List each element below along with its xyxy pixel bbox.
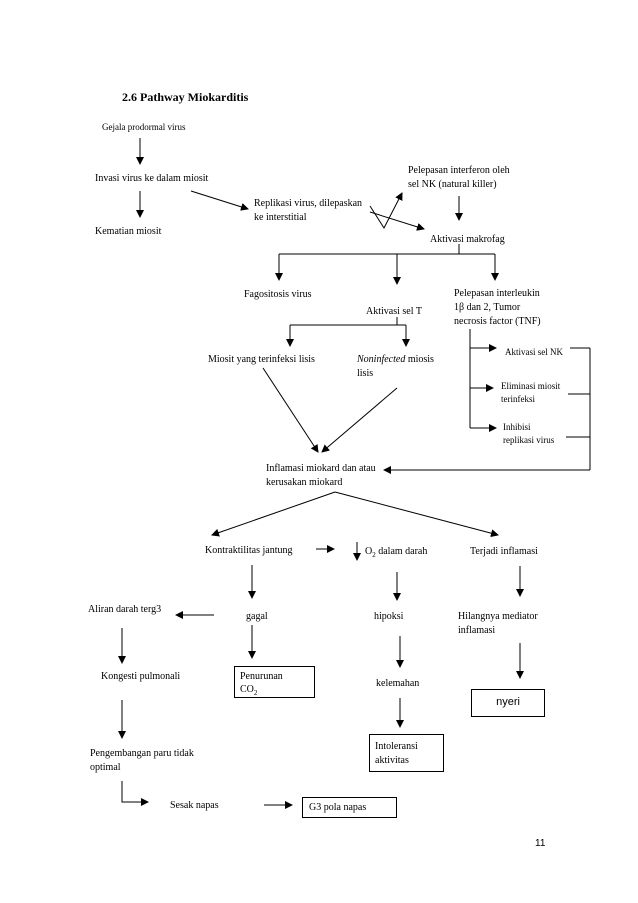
page-number: 11 <box>535 838 546 849</box>
page-title: 2.6 Pathway Miokarditis <box>122 90 249 104</box>
node-penurunan-line2: CO2 <box>240 683 257 700</box>
node-aktivasi-sel-nk: Aktivasi sel NK <box>505 347 563 357</box>
arrow-replikasi-to-interferon <box>369 192 403 230</box>
noninfected-rest: miosis <box>405 354 434 365</box>
node-sesak-napas: Sesak napas <box>170 800 219 811</box>
box-intoleransi-aktivitas <box>369 734 444 772</box>
co2-subscript: 2 <box>253 689 258 697</box>
box-g3-pola-napas <box>302 797 397 818</box>
node-aktivasi-sel-t: Aktivasi sel T <box>366 306 422 317</box>
box-nyeri <box>471 689 545 717</box>
node-terjadi-inflamasi: Terjadi inflamasi <box>470 546 538 557</box>
node-gagal: gagal <box>246 611 268 622</box>
node-noninfected-miosis-line2: lisis <box>357 368 374 379</box>
node-pengembangan-paru-line1: Pengembangan paru tidak <box>90 748 194 759</box>
node-interleukin-line1: Pelepasan interleukin <box>454 288 540 299</box>
co-letters: CO <box>240 684 254 695</box>
node-o2-dalam-darah: O2 dalam darah <box>365 545 427 562</box>
node-kontraktilitas-jantung: Kontraktilitas jantung <box>205 545 293 556</box>
box-penurunan-co2 <box>234 666 315 698</box>
o2-rest: dalam darah <box>375 546 428 557</box>
node-penurunan-line1: Penurunan <box>240 671 283 682</box>
node-replikasi-virus-line2: ke interstitial <box>254 212 307 223</box>
node-inflamasi-miokard-line2: kerusakan miokard <box>266 477 343 488</box>
node-pengembangan-paru-line2: optimal <box>90 762 121 773</box>
node-kongesti-pulmonali: Kongesti pulmonali <box>101 671 181 682</box>
arrow-miosit-lisis-to-inflamasi <box>262 367 319 453</box>
arrow-inflamasi-to-terjadi-inflamasi <box>334 491 499 538</box>
arrow-invasi-to-replikasi <box>190 190 249 211</box>
arrow-pengembangan-to-sesak <box>121 781 149 806</box>
node-invasi-virus: Invasi virus ke dalam miosit <box>95 173 209 184</box>
node-pelepasan-interferon-line1: Pelepasan interferon oleh <box>408 165 510 176</box>
node-miosit-terinfeksi-lisis: Miosit yang terinfeksi lisis <box>208 354 315 365</box>
node-kematian-miosit: Kematian miosit <box>95 226 162 237</box>
node-replikasi-virus-line1: Replikasi virus, dilepaskan <box>254 198 363 209</box>
node-fagositosis-virus: Fagositosis virus <box>244 289 312 300</box>
node-aktivasi-makrofag: Aktivasi makrofag <box>430 234 505 245</box>
arrow-replikasi-to-makrofag <box>369 211 425 231</box>
node-pelepasan-interferon-line2: sel NK (natural killer) <box>408 179 497 190</box>
node-g3-pola-napas: G3 pola napas <box>309 802 367 813</box>
o2-subscript: 2 <box>372 551 376 559</box>
node-gejala-prodormal: Gejala prodormal virus <box>102 122 186 132</box>
node-interleukin-line2: 1β dan 2, Tumor <box>454 302 521 313</box>
node-kelemahan: kelemahan <box>376 678 420 689</box>
node-hipoksi: hipoksi <box>374 611 404 622</box>
node-hilangnya-mediator-line1: Hilangnya mediator <box>458 611 538 622</box>
noninfected-italic: Noninfected <box>357 354 406 365</box>
node-eliminasi-line2: terinfeksi <box>501 394 535 404</box>
node-intoleransi-line1: Intoleransi <box>375 741 418 752</box>
arrow-noninfected-to-inflamasi <box>321 387 398 453</box>
node-inflamasi-miokard-line1: Inflamasi miokard dan atau <box>266 463 376 474</box>
node-noninfected-miosis-line1: Noninfected miosis <box>357 353 434 366</box>
node-aliran-darah: Aliran darah terg3 <box>88 604 162 615</box>
o2-letter: O <box>365 546 373 557</box>
arrow-inflamasi-to-kontraktilitas <box>211 491 336 537</box>
node-hilangnya-mediator-line2: inflamasi <box>458 625 496 636</box>
node-interleukin-line3: necrosis factor (TNF) <box>454 316 541 327</box>
node-inhibisi-line1: Inhibisi <box>503 422 531 432</box>
node-nyeri: nyeri <box>496 696 520 708</box>
node-eliminasi-line1: Eliminasi miosit <box>501 381 561 391</box>
node-intoleransi-line2: aktivitas <box>375 755 409 766</box>
node-inhibisi-line2: replikasi virus <box>503 435 555 445</box>
